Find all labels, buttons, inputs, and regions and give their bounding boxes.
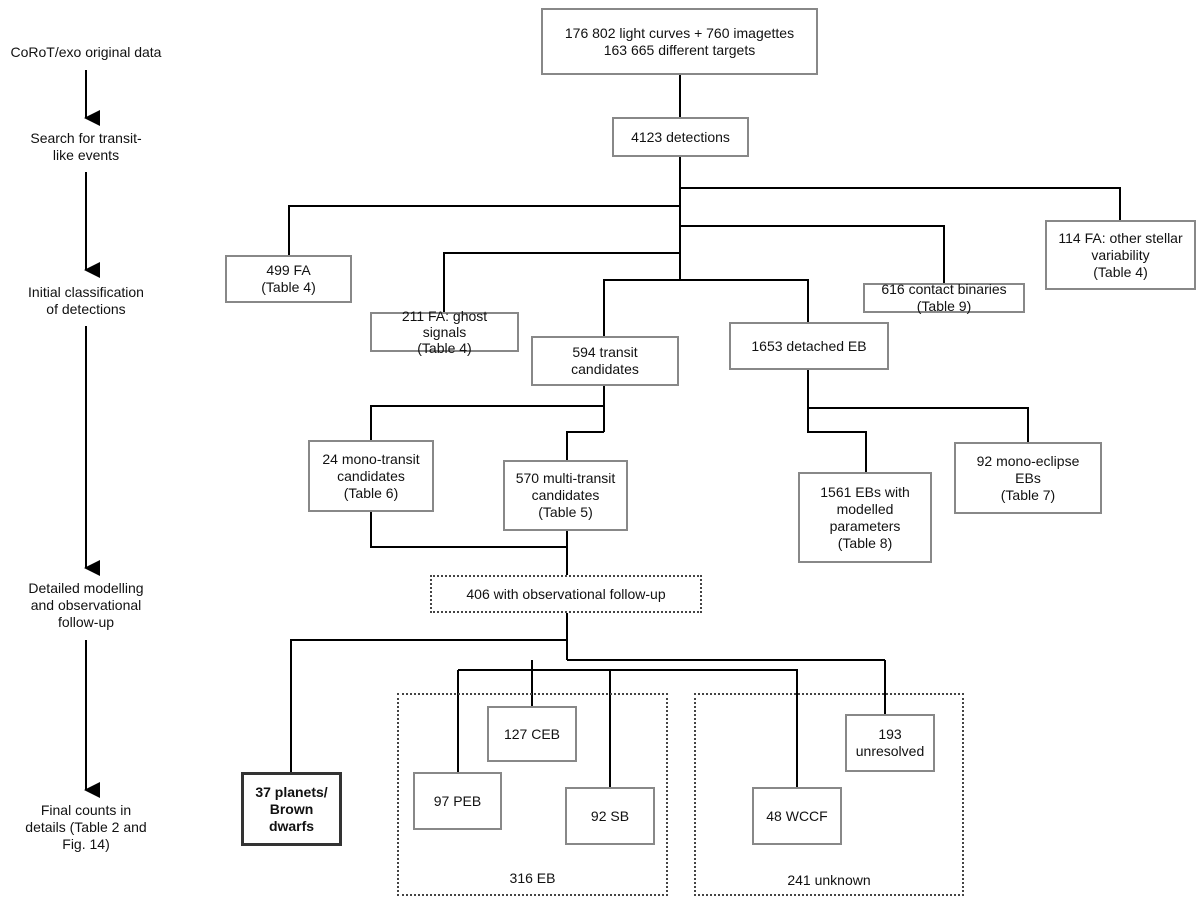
node-followup: 406 with observational follow-up bbox=[430, 575, 702, 613]
node-transit-candidates: 594 transit candidates bbox=[531, 336, 679, 386]
stage-original-data: CoRoT/exo original data bbox=[10, 44, 162, 60]
node-unresolved: 193 unresolved bbox=[845, 714, 935, 772]
node-wccf: 48 WCCF bbox=[752, 787, 842, 845]
node-fa-ghost: 211 FA: ghost signals (Table 4) bbox=[370, 308, 519, 356]
group-eb-label: 316 EB bbox=[509, 870, 556, 886]
node-fa-stellar: 114 FA: other stellar variability (Table… bbox=[1045, 220, 1196, 290]
node-sb: 92 SB bbox=[565, 787, 655, 845]
node-multi-transit: 570 multi-transit candidates (Table 5) bbox=[503, 460, 628, 531]
node-ceb: 127 CEB bbox=[487, 706, 577, 762]
node-mono-transit: 24 mono-transit candidates (Table 6) bbox=[308, 440, 434, 512]
node-original-data: 176 802 light curves + 760 imagettes 163… bbox=[541, 8, 818, 75]
group-eb bbox=[397, 693, 668, 896]
node-fa-499: 499 FA (Table 4) bbox=[225, 255, 352, 303]
stage-initial-classification: Initial classification of detections bbox=[28, 284, 144, 317]
stage-final-counts: Final counts in details (Table 2 and Fig… bbox=[25, 802, 147, 852]
node-peb: 97 PEB bbox=[413, 772, 502, 830]
group-unknown bbox=[694, 693, 964, 896]
group-unknown-label: 241 unknown bbox=[787, 872, 871, 888]
node-detections: 4123 detections bbox=[612, 117, 749, 157]
node-detached-eb: 1653 detached EB bbox=[729, 322, 889, 370]
node-mono-eclipse: 92 mono-eclipse EBs (Table 7) bbox=[954, 442, 1102, 514]
node-ebs-modelled: 1561 EBs with modelled parameters (Table… bbox=[798, 472, 932, 563]
node-planets: 37 planets/ Brown dwarfs bbox=[241, 772, 342, 846]
stage-transit-search: Search for transit- like events bbox=[30, 130, 142, 163]
node-contact-binaries: 616 contact binaries (Table 9) bbox=[863, 281, 1025, 314]
stage-detailed-modelling: Detailed modelling and observational fol… bbox=[28, 580, 144, 630]
